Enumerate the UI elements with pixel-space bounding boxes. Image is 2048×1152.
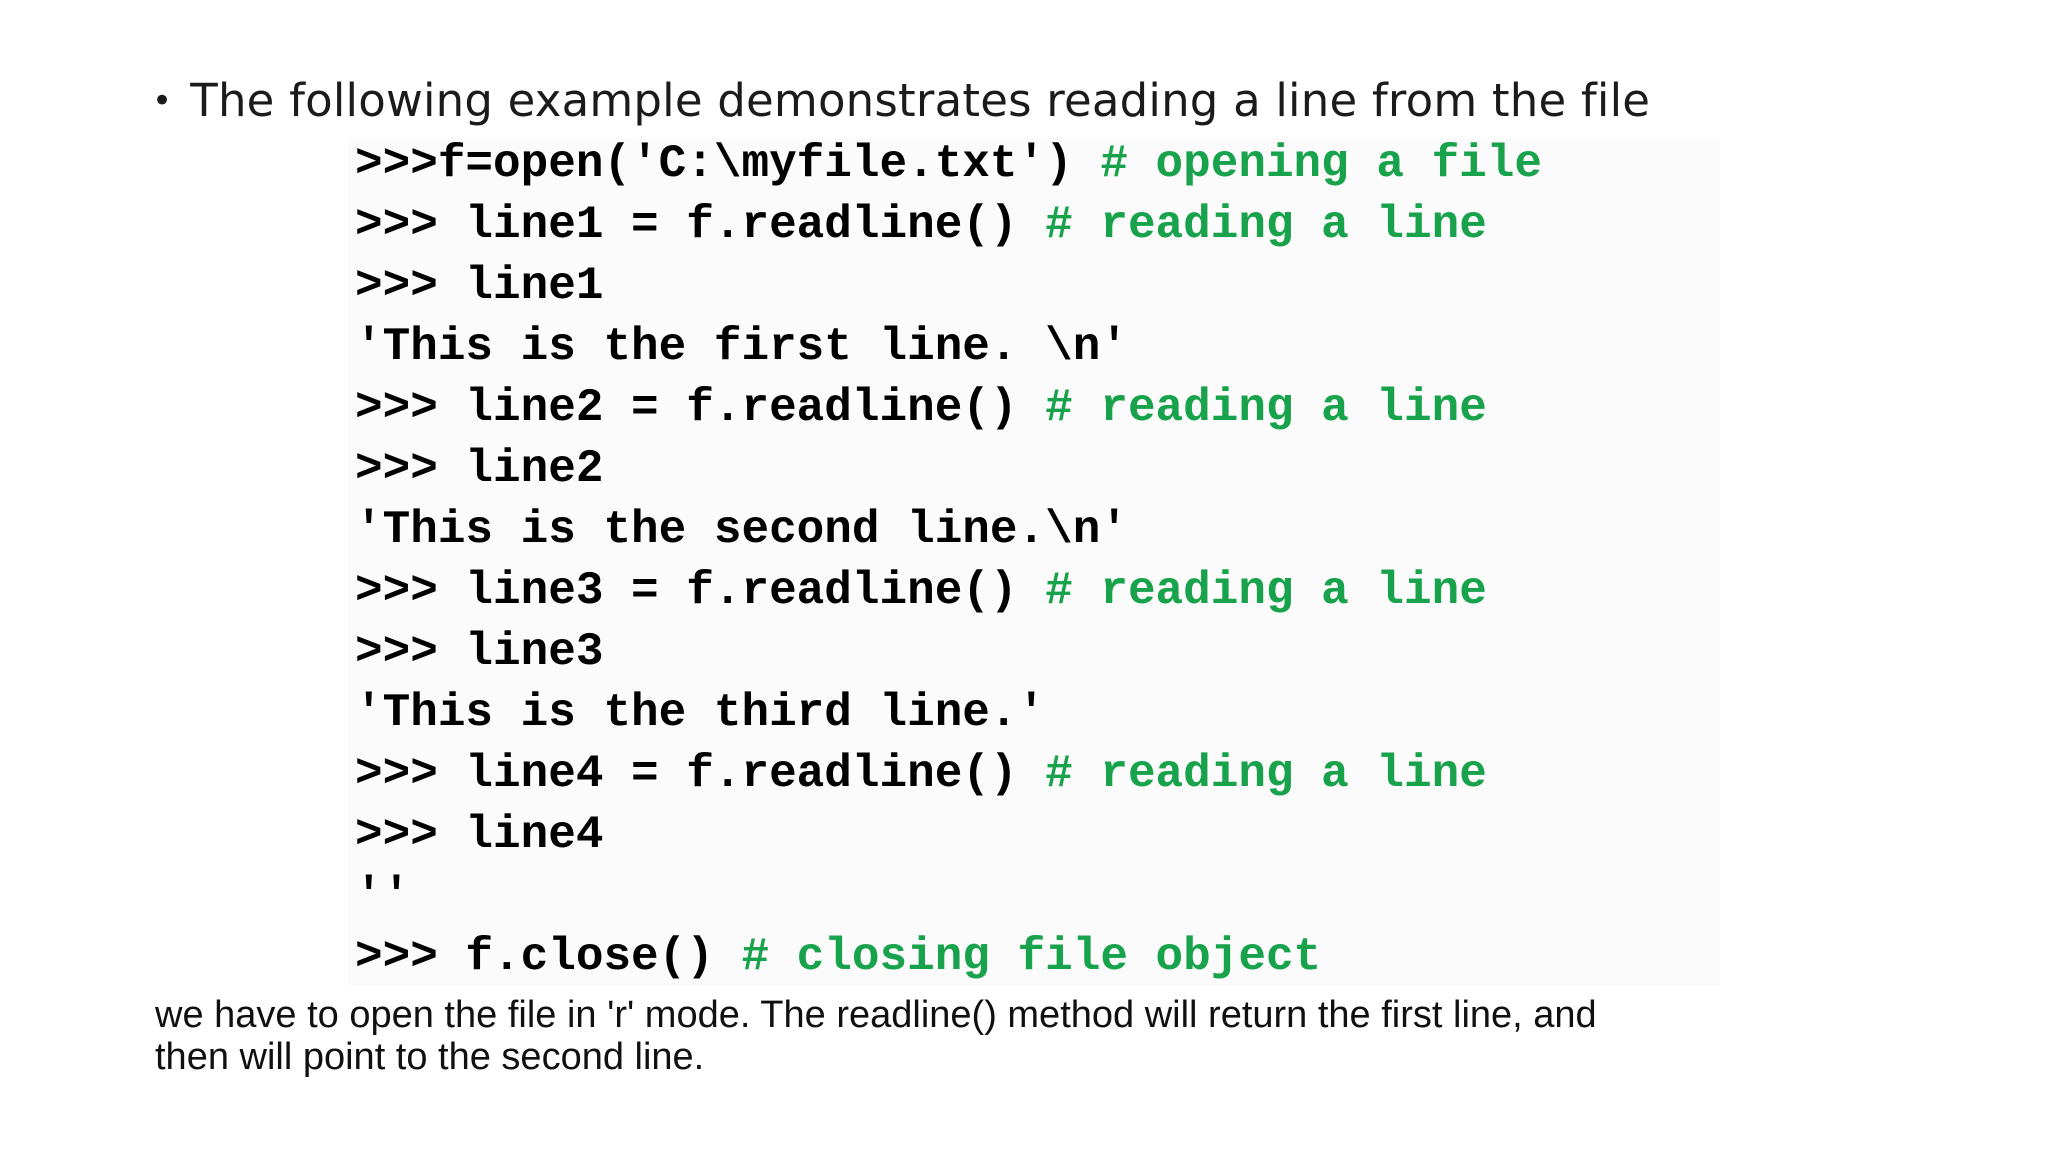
code-line: >>> line4 xyxy=(355,805,1542,866)
code-line: >>> line3 xyxy=(355,622,1542,683)
code-comment: # opening a file xyxy=(1100,138,1542,190)
code-comment: # reading a line xyxy=(1045,199,1487,251)
code-comment: # reading a line xyxy=(1045,565,1487,617)
code-comment: # reading a line xyxy=(1045,748,1487,800)
code-text: '' xyxy=(355,870,411,922)
code-text: >>> line4 = f.readline() xyxy=(355,748,1046,800)
code-comment: # reading a line xyxy=(1045,382,1487,434)
code-comment: # closing file object xyxy=(741,931,1322,983)
code-text: >>> line1 = f.readline() xyxy=(355,199,1046,251)
code-line: >>> line1 = f.readline() # reading a lin… xyxy=(355,195,1542,256)
code-line: 'This is the third line.' xyxy=(355,683,1542,744)
code-line: >>> line1 xyxy=(355,256,1542,317)
code-text: >>> line2 = f.readline() xyxy=(355,382,1046,434)
code-line: >>> line3 = f.readline() # reading a lin… xyxy=(355,561,1542,622)
code-text: >>> line3 xyxy=(355,626,604,678)
code-text: >>> line2 xyxy=(355,443,604,495)
code-line: '' xyxy=(355,866,1542,927)
code-text: >>> f.close() xyxy=(355,931,742,983)
code-line: >>> line2 = f.readline() # reading a lin… xyxy=(355,378,1542,439)
code-text: >>> line4 xyxy=(355,809,604,861)
code-text: 'This is the second line.\n' xyxy=(355,504,1128,556)
code-text: 'This is the third line.' xyxy=(355,687,1046,739)
code-line: >>>f=open('C:\myfile.txt') # opening a f… xyxy=(355,134,1542,195)
code-line: >>> f.close() # closing file object xyxy=(355,927,1542,988)
code-text: >>> line3 = f.readline() xyxy=(355,565,1046,617)
code-text: >>> line1 xyxy=(355,260,604,312)
bullet-marker: • xyxy=(152,81,173,121)
code-background xyxy=(348,138,1720,986)
code-line: 'This is the first line. \n' xyxy=(355,317,1542,378)
footer-paragraph: we have to open the file in 'r' mode. Th… xyxy=(155,994,1597,1078)
code-line: 'This is the second line.\n' xyxy=(355,500,1542,561)
code-line: >>> line4 = f.readline() # reading a lin… xyxy=(355,744,1542,805)
code-line: >>> line2 xyxy=(355,439,1542,500)
code-block: >>>f=open('C:\myfile.txt') # opening a f… xyxy=(355,134,1542,988)
bullet-text: The following example demonstrates readi… xyxy=(190,74,1651,127)
code-text: >>>f=open('C:\myfile.txt') xyxy=(355,138,1101,190)
bullet-row: • The following example demonstrates rea… xyxy=(152,74,1650,127)
footer-line-2: then will point to the second line. xyxy=(155,1036,705,1078)
footer-line-1: we have to open the file in 'r' mode. Th… xyxy=(155,994,1597,1036)
code-text: 'This is the first line. \n' xyxy=(355,321,1128,373)
